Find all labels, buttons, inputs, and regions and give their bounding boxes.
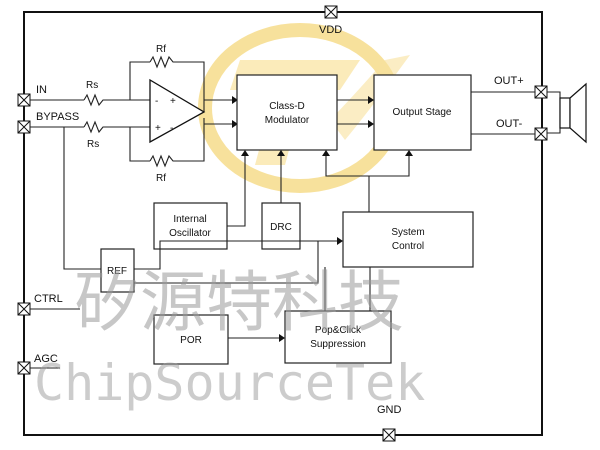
output-stage-label: Output Stage (393, 107, 452, 118)
pop-click-label-1: Pop&Click (315, 325, 362, 336)
por-block (153, 314, 229, 365)
opamp-minus-top: - (155, 96, 158, 107)
resistor-rf-top (149, 55, 178, 69)
resistor-rs-top (83, 93, 106, 107)
opamp-minus-bottom: - (170, 123, 173, 134)
pin-out-minus (534, 127, 548, 141)
oscillator-label-1: Internal (173, 214, 206, 225)
pop-click-label-2: Suppression (310, 339, 366, 350)
pin-agc (17, 361, 31, 375)
pin-vdd (324, 5, 338, 19)
pin-bypass (17, 120, 31, 134)
resistor-rf-bottom (149, 154, 178, 168)
watermark-english: ChipSourceTek (34, 354, 425, 412)
watermark-chinese: 矽源特科技 (74, 264, 404, 341)
class-d-modulator-block (236, 74, 338, 151)
output-stage-block (373, 74, 472, 151)
class-d-label-1: Class-D (269, 101, 305, 112)
rf-top-label: Rf (156, 44, 166, 55)
speaker-icon (547, 82, 587, 144)
ref-block (100, 248, 135, 293)
pin-in (17, 93, 31, 107)
rs-bottom-label: Rs (87, 139, 99, 150)
gnd-label: GND (377, 404, 402, 416)
drc-label: DRC (270, 222, 292, 233)
oscillator-label-2: Oscillator (169, 228, 211, 239)
opamp-plus-bottom: + (155, 123, 161, 134)
system-control-block (342, 211, 474, 268)
bypass-label: BYPASS (36, 111, 79, 123)
ref-label: REF (107, 266, 127, 277)
chip-outline (23, 11, 543, 436)
class-d-label-2: Modulator (265, 115, 310, 126)
ctrl-label: CTRL (34, 293, 63, 305)
pin-out-plus (534, 85, 548, 99)
vdd-label: VDD (319, 24, 342, 36)
rs-top-label: Rs (86, 80, 98, 91)
out-plus-label: OUT+ (494, 75, 524, 87)
rf-bottom-label: Rf (156, 173, 166, 184)
pin-gnd (382, 428, 396, 442)
pin-ctrl (17, 302, 31, 316)
op-amp (149, 78, 206, 144)
in-label: IN (36, 84, 47, 96)
opamp-plus-top: + (170, 96, 176, 107)
agc-label: AGC (34, 353, 58, 365)
system-control-label-1: System (391, 227, 424, 238)
out-minus-label: OUT- (496, 118, 523, 130)
por-label: POR (180, 335, 202, 346)
system-control-label-2: Control (392, 241, 424, 252)
pop-click-suppression-block (284, 310, 392, 364)
resistor-rs-bottom (83, 120, 106, 134)
internal-oscillator-block (153, 202, 228, 250)
